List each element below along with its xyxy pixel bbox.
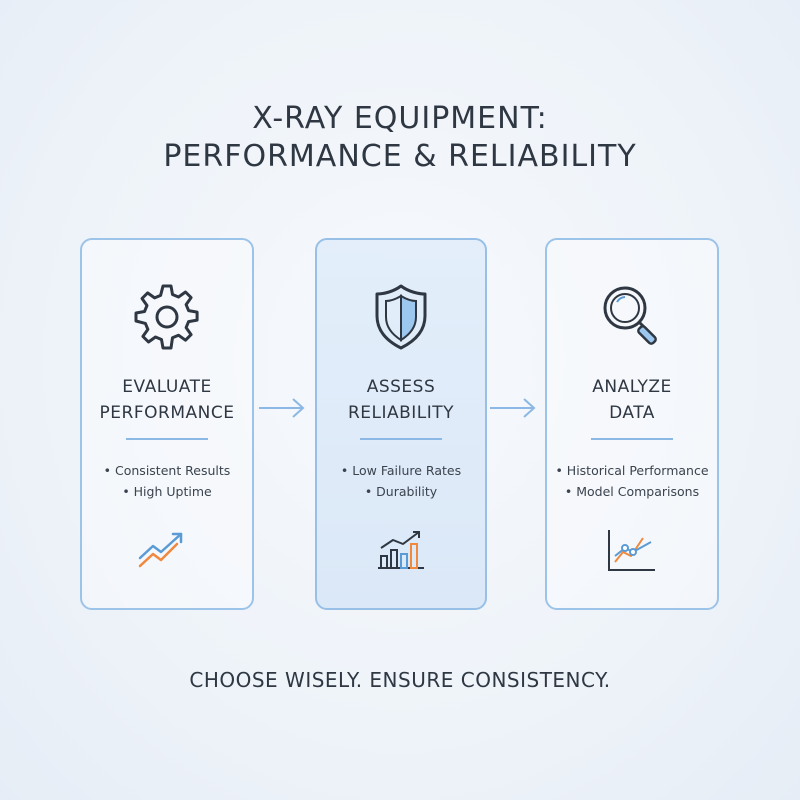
divider xyxy=(126,438,208,440)
card-heading: ASSESS RELIABILITY xyxy=(317,374,485,426)
bullet-list: • Consistent Results • High Uptime xyxy=(82,460,252,502)
line-chart-icon xyxy=(608,530,655,571)
title-line-2: PERFORMANCE & RELIABILITY xyxy=(163,139,637,174)
title-line-1: X-RAY EQUIPMENT: xyxy=(252,101,548,136)
divider xyxy=(360,438,442,440)
arrow-right-icon xyxy=(259,398,305,418)
heading-line-1: ANALYZE xyxy=(592,377,672,397)
card-analyze-data: ANALYZE DATA • Historical Performance • … xyxy=(545,238,719,610)
bullet-item: • Low Failure Rates xyxy=(340,463,462,478)
heading-line-1: ASSESS xyxy=(366,377,436,397)
card-assess-reliability: ASSESS RELIABILITY • Low Failure Rates •… xyxy=(315,238,487,610)
card-heading: ANALYZE DATA xyxy=(547,374,717,426)
bullet-item: • Consistent Results xyxy=(103,463,231,478)
tagline: CHOOSE WISELY. ENSURE CONSISTENCY. xyxy=(189,668,611,692)
page-title: X-RAY EQUIPMENT: PERFORMANCE & RELIABILI… xyxy=(0,100,800,176)
divider xyxy=(591,438,673,440)
bullet-item: • Model Comparisons xyxy=(564,484,700,499)
shield-icon xyxy=(375,284,427,350)
trend-up-icon xyxy=(138,532,183,568)
arrow-right-icon xyxy=(490,398,536,418)
bar-chart-icon xyxy=(378,531,424,569)
bullet-list: • Historical Performance • Model Compari… xyxy=(547,460,717,502)
bullet-item: • High Uptime xyxy=(122,484,212,499)
bullet-item: • Durability xyxy=(364,484,438,499)
heading-line-2: RELIABILITY xyxy=(347,403,455,423)
gear-icon xyxy=(134,284,199,350)
bullet-list: • Low Failure Rates • Durability xyxy=(317,460,485,502)
heading-line-2: DATA xyxy=(609,403,655,423)
card-evaluate-performance: EVALUATE PERFORMANCE • Consistent Result… xyxy=(80,238,254,610)
magnifier-icon xyxy=(603,286,657,345)
heading-line-2: PERFORMANCE xyxy=(99,403,235,423)
card-heading: EVALUATE PERFORMANCE xyxy=(82,374,252,426)
heading-line-1: EVALUATE xyxy=(122,377,212,397)
bullet-item: • Historical Performance xyxy=(555,463,709,478)
